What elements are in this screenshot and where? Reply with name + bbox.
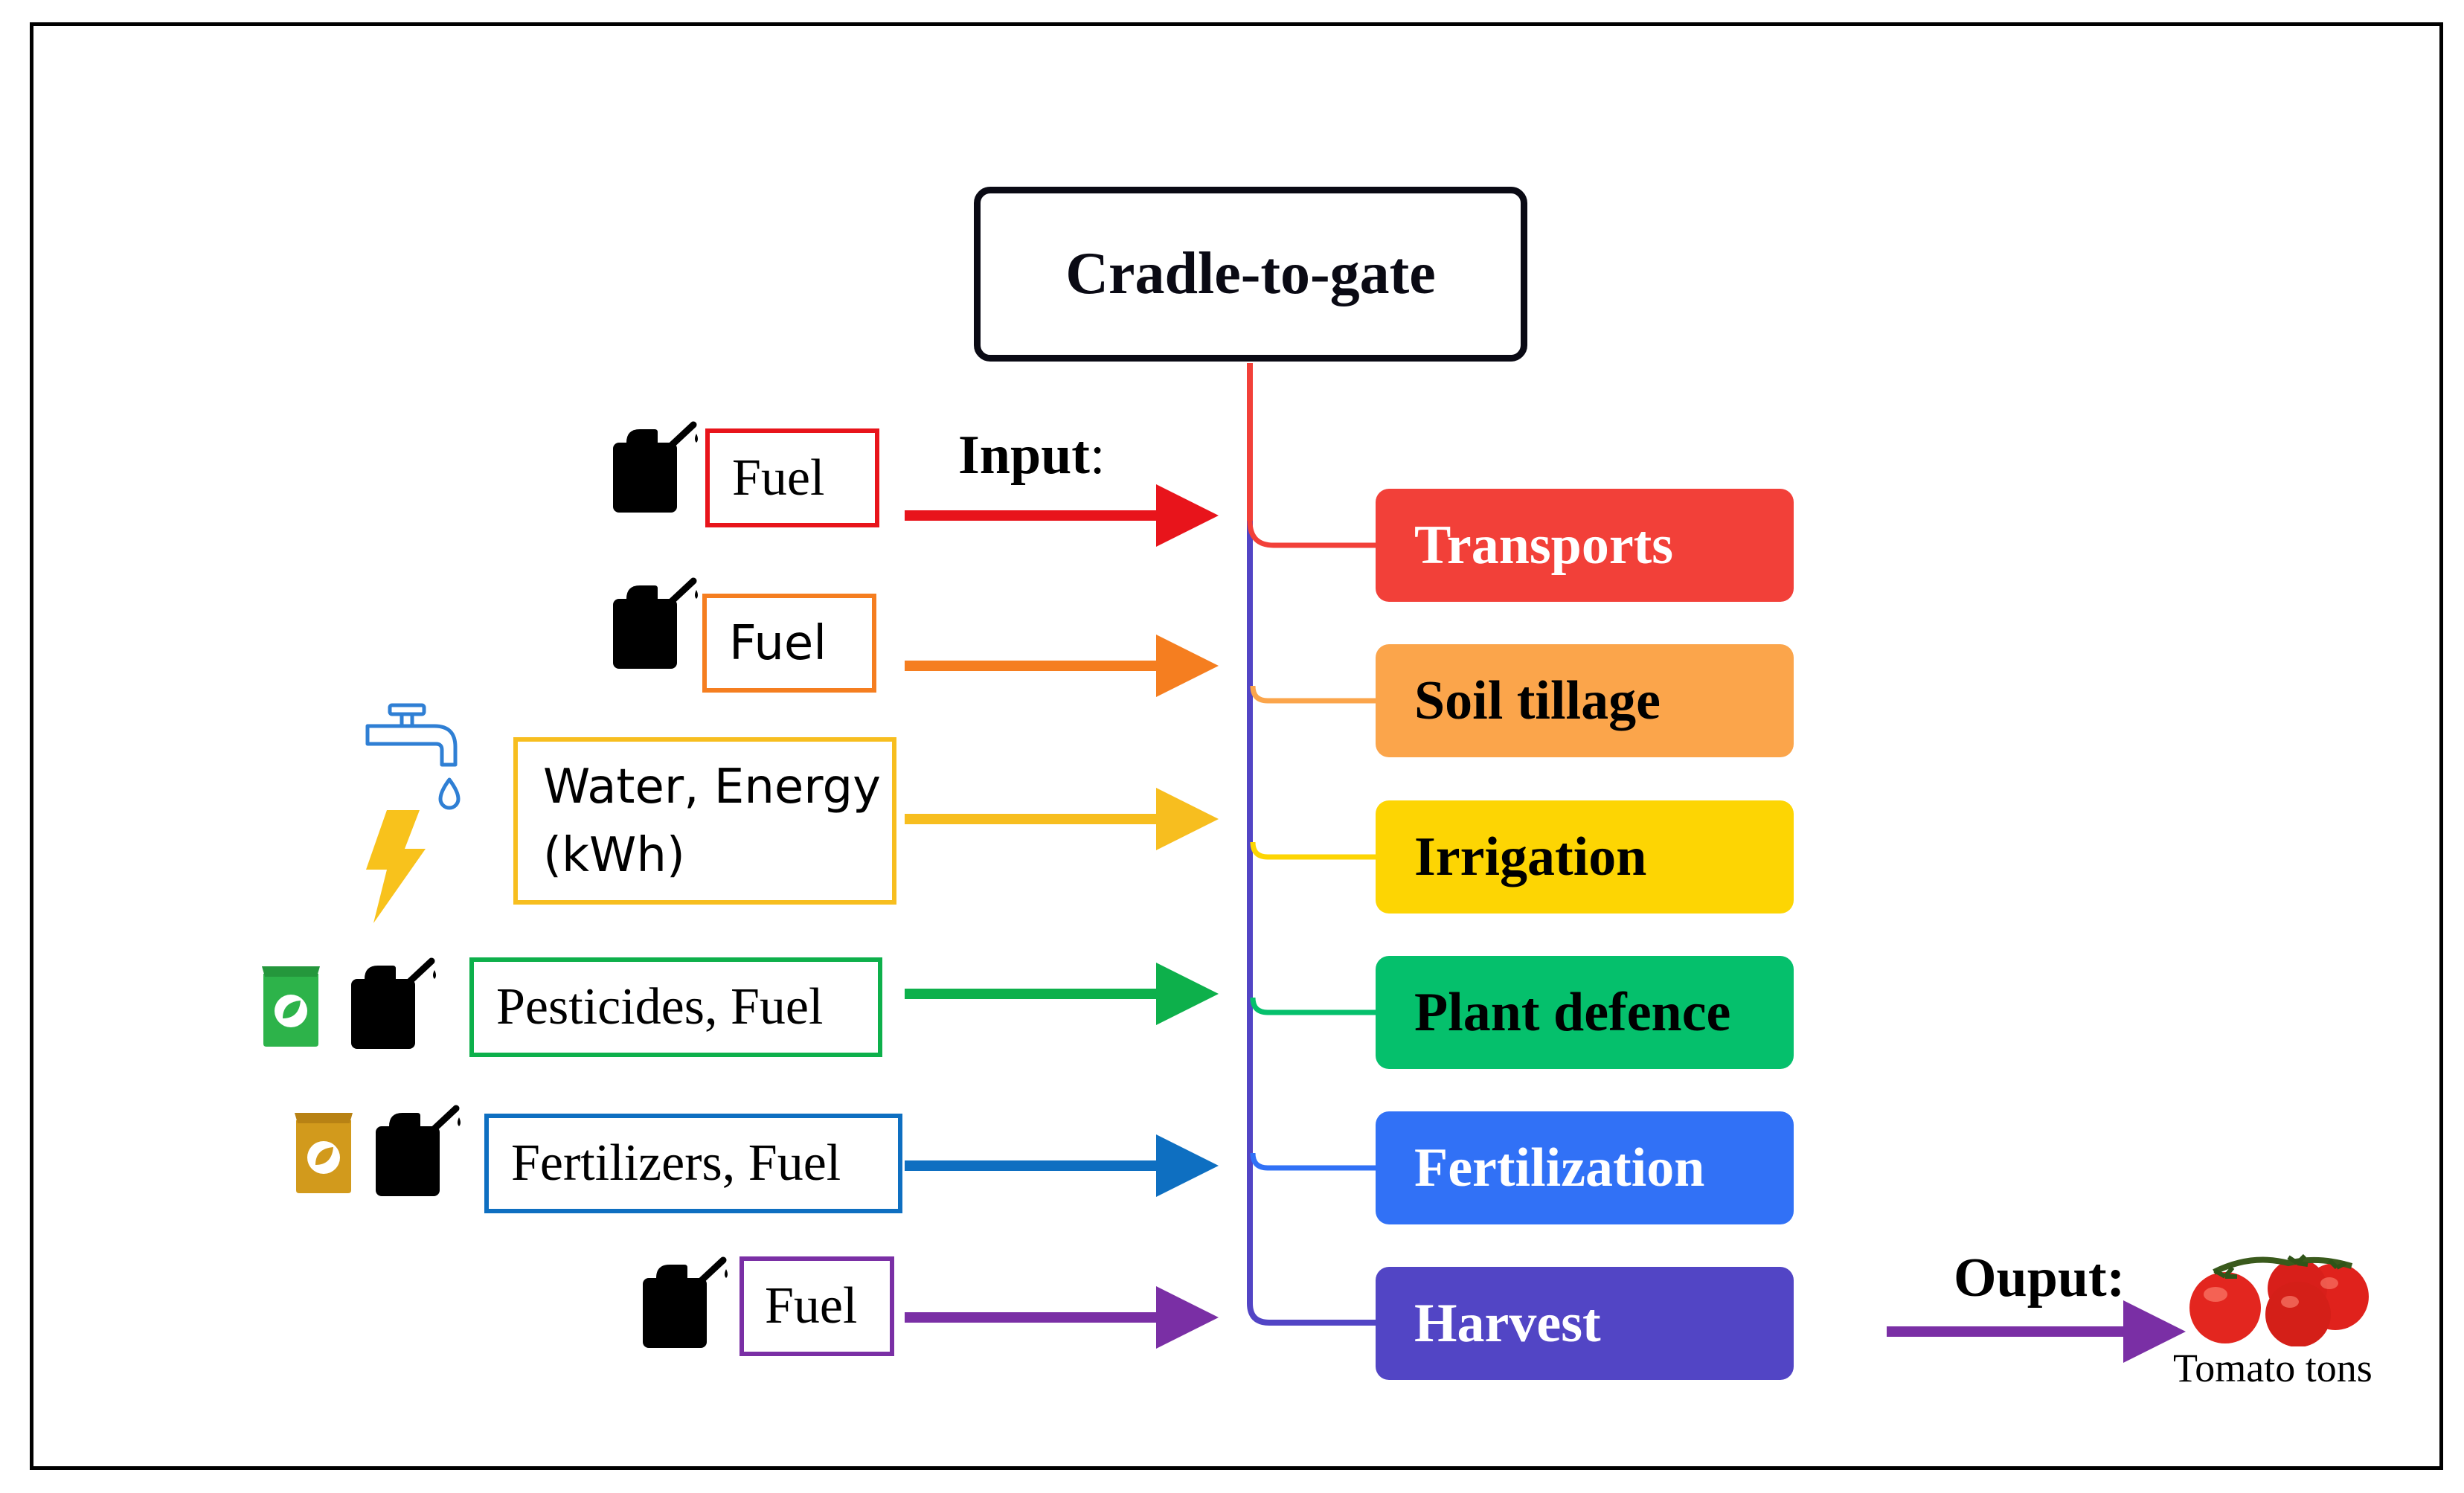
branch-transports: [1247, 520, 1376, 548]
process-label: Harvest: [1414, 1292, 1601, 1354]
output-product-label: Tomato tons: [2173, 1346, 2372, 1390]
input-label: Pesticides, Fuel: [496, 978, 824, 1036]
input-label-line1: Water, Energy: [543, 759, 881, 815]
branch-soil-tillage: [1250, 685, 1376, 704]
tomato-icon: [2189, 1253, 2369, 1346]
input-label: Fuel: [729, 615, 827, 671]
fuel-can-icon: [376, 1105, 461, 1196]
input-label: Fuel: [765, 1277, 858, 1335]
input-label: Fertilizers, Fuel: [511, 1134, 841, 1192]
process-label: Fertilization: [1414, 1137, 1705, 1198]
process-plant-defence: Plant defence: [1376, 956, 1794, 1069]
input-heading: Input:: [958, 424, 1105, 487]
fuel-can-icon: [613, 577, 698, 669]
branch-irrigation: [1250, 841, 1376, 860]
water-tap-icon: [365, 703, 461, 810]
input-label: Fuel: [732, 449, 825, 507]
process-label: Transports: [1414, 514, 1674, 576]
input-box-fuel-harvest: Fuel: [739, 1256, 894, 1356]
input-box-fuel-transports: Fuel: [705, 428, 879, 527]
fuel-can-icon: [643, 1256, 728, 1348]
output-heading: Ouput:: [1954, 1248, 2125, 1309]
process-label: Irrigation: [1414, 826, 1647, 887]
fuel-can-icon: [351, 957, 436, 1049]
fuel-can-icon: [613, 421, 698, 513]
process-irrigation: Irrigation: [1376, 800, 1794, 914]
diagram-title: Cradle-to-gate: [1065, 241, 1436, 306]
branch-plant-defence: [1250, 997, 1376, 1015]
branch-fertilization: [1250, 1152, 1376, 1171]
input-box-fuel-tillage: Fuel: [702, 594, 876, 693]
title-box: Cradle-to-gate: [974, 187, 1527, 362]
process-harvest: Harvest: [1376, 1267, 1794, 1380]
input-box-water-energy: Water, Energy (kWh): [513, 737, 896, 905]
process-label: Plant defence: [1414, 981, 1731, 1043]
input-box-pesticides-fuel: Pesticides, Fuel: [469, 957, 882, 1057]
lightning-bolt-icon: [366, 810, 426, 923]
process-fertilization: Fertilization: [1376, 1111, 1794, 1224]
input-heading-text: Input: [958, 425, 1090, 486]
fertilizer-bag-icon: [295, 1113, 353, 1193]
input-label-line2: (kWh): [543, 827, 685, 883]
input-box-fertilizers-fuel: Fertilizers, Fuel: [484, 1114, 902, 1213]
process-transports: Transports: [1376, 489, 1794, 602]
input-heading-colon: :: [1089, 425, 1106, 486]
pesticide-bag-icon: [262, 966, 320, 1047]
process-soil-tillage: Soil tillage: [1376, 644, 1794, 757]
process-label: Soil tillage: [1414, 670, 1661, 731]
trunk-line-main: [1247, 521, 1376, 1326]
